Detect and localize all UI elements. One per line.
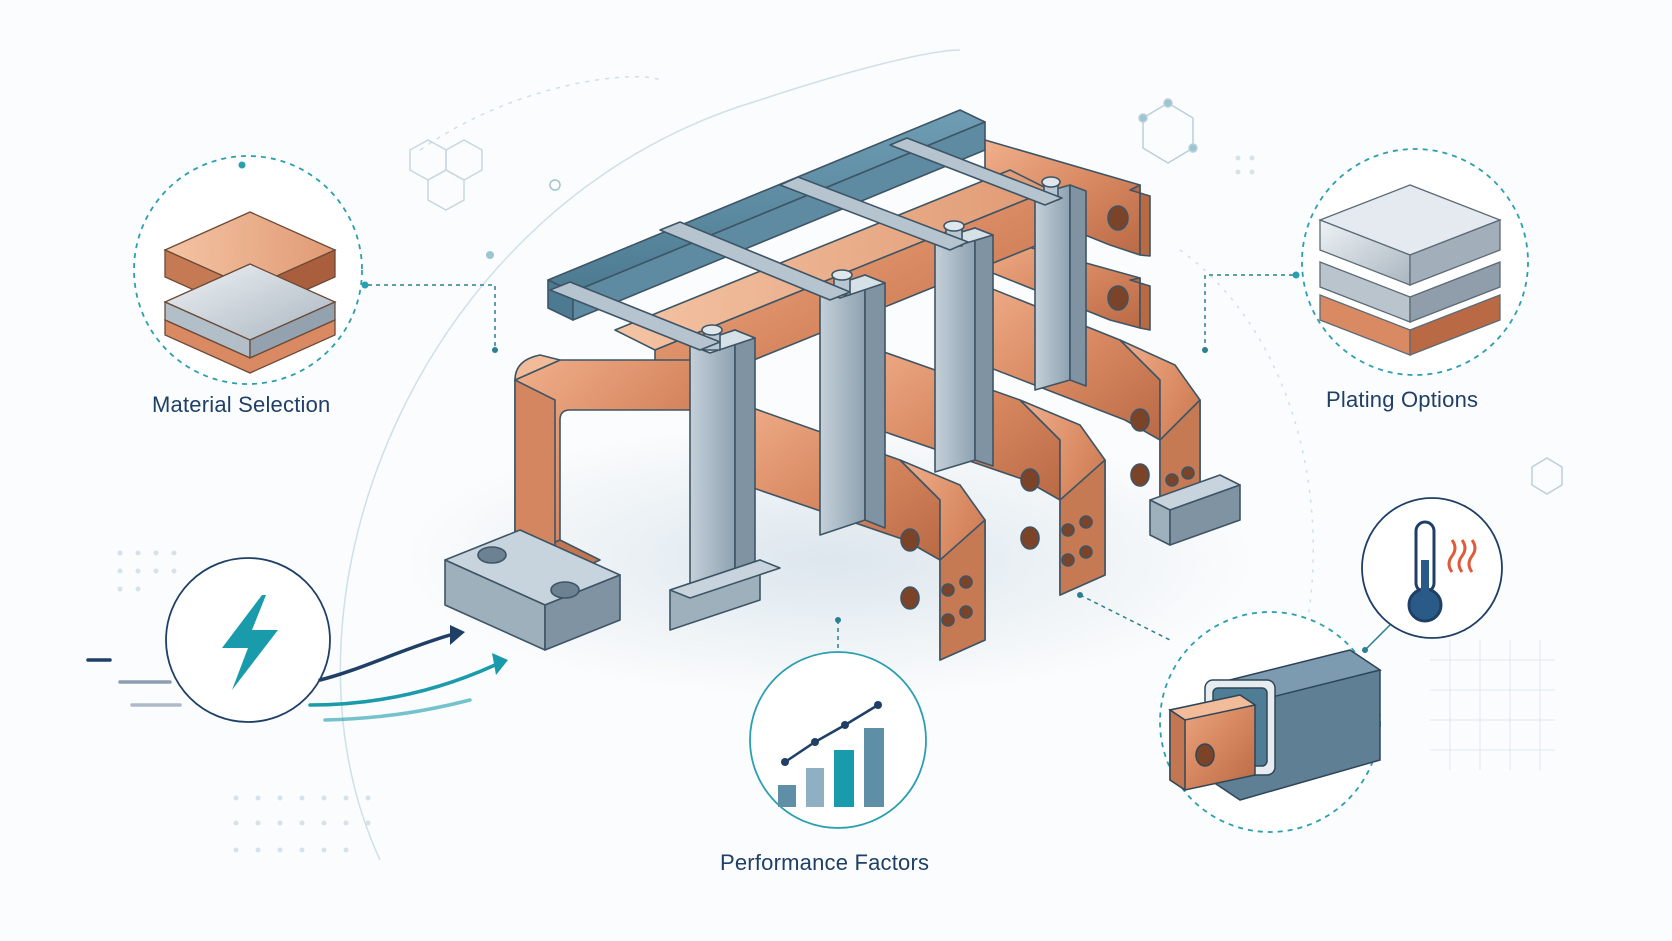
base-mount-left xyxy=(444,529,621,651)
thermometer-heat-icon xyxy=(1407,520,1477,623)
plating-layers-icon xyxy=(1318,184,1502,356)
background-arcs xyxy=(339,49,1314,861)
grid-decoration xyxy=(1430,640,1555,770)
thermal-callout xyxy=(1361,497,1503,653)
insulation-callout xyxy=(1077,592,1382,833)
performance-factors-callout xyxy=(749,617,927,829)
current-flow-arrows xyxy=(86,625,508,722)
steel-clamp-4 xyxy=(1034,176,1087,391)
performance-factors-label: Performance Factors xyxy=(720,850,930,875)
material-layers-icon xyxy=(163,211,337,374)
plating-options-callout xyxy=(1202,148,1529,376)
bar-chart-trend-icon xyxy=(778,701,884,807)
base-mount-right xyxy=(1149,474,1241,546)
current-flow-callout xyxy=(86,557,508,723)
steel-clamp-3 xyxy=(934,220,994,473)
copper-bar-3 xyxy=(969,279,1201,521)
hexagon-molecule-icon xyxy=(409,139,483,211)
insulated-busbar-cross-section-icon xyxy=(1168,649,1382,801)
steel-clamp-2 xyxy=(819,269,886,536)
top-steel-crossbar-1 xyxy=(549,281,721,351)
hexagon-network-icon xyxy=(1138,98,1563,495)
material-selection-callout xyxy=(133,155,498,385)
busbar-assembly xyxy=(444,109,1241,661)
material-selection-label: Material Selection xyxy=(152,392,331,417)
dot-grid-decoration xyxy=(117,155,1255,853)
base-mount-center xyxy=(669,559,781,631)
lightning-bolt-icon xyxy=(222,595,278,690)
steel-clamp-1 xyxy=(689,324,756,606)
plating-options-label: Plating Options xyxy=(1326,387,1479,412)
